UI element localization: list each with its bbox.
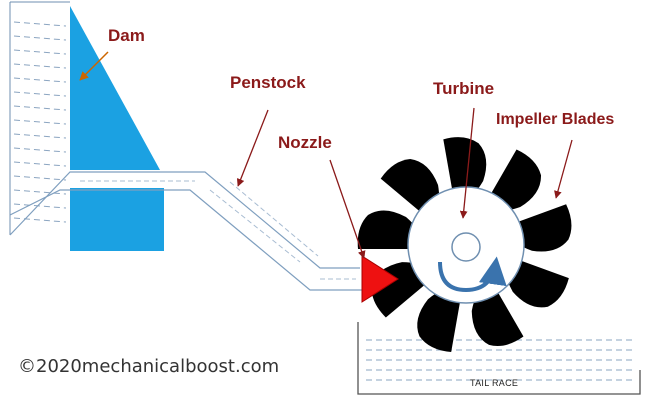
tail-race-label: TAIL RACE [470,378,519,388]
water-line [13,147,67,153]
nozzle-shape [361,255,399,303]
penstock-pointer [236,109,269,187]
pipe-water-line [209,189,301,263]
reservoir [9,1,70,235]
impeller-blade [357,210,422,249]
impeller-blade [505,256,569,308]
blades-pointer [554,139,573,199]
water-line [13,105,67,111]
pipe-water-line [229,181,319,257]
rotation-arrow [438,256,507,293]
dam-base [70,188,164,251]
water-line [13,175,67,181]
turbine-pointer [459,107,475,219]
water-line [13,35,67,41]
water-line [13,91,67,97]
water-line [13,189,67,195]
impeller-blade [443,137,487,203]
impeller-blades-label: Impeller Blades [496,111,615,128]
water-line [13,49,67,55]
impeller-blade [484,149,541,212]
copyright-credit: ©2020mechanicalboost.com [18,356,280,377]
penstock-label: Penstock [230,73,306,92]
water-line [13,161,67,167]
water-line [13,203,67,209]
nozzle-pointer [329,159,366,259]
tail-race-basin [357,322,641,395]
dam-wall [70,6,160,170]
turbine-label: Turbine [433,79,495,98]
water-line [13,21,67,27]
water-line [13,77,67,83]
dam-pointer [79,51,109,81]
water-line [13,63,67,69]
dam-label: Dam [108,26,145,45]
water-line [13,217,67,223]
hub-circle [451,232,481,262]
nozzle-label: Nozzle [278,133,332,152]
water-line [13,133,67,139]
impeller-blade [417,287,463,353]
penstock-pipe [9,171,362,291]
water-line [13,119,67,125]
